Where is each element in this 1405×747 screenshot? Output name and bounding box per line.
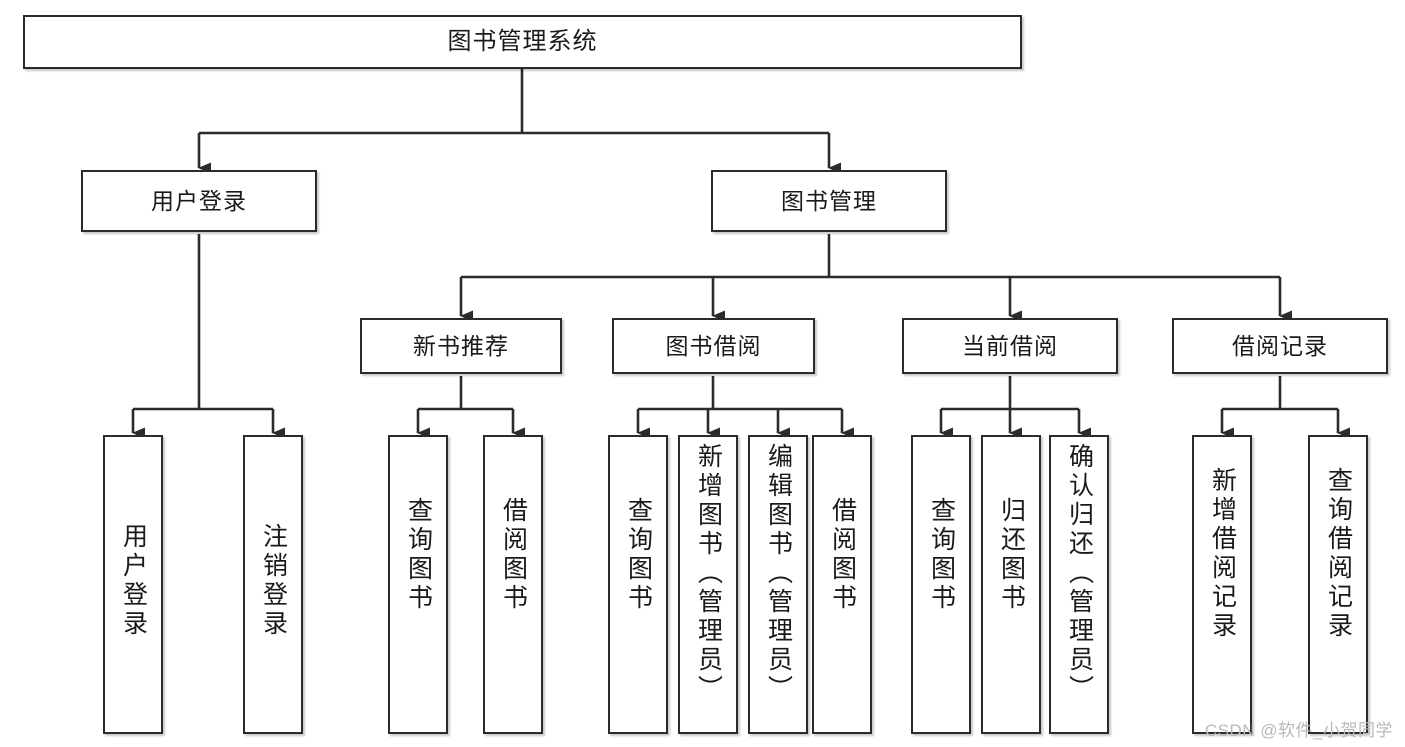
leaf-new-book-query-book[interactable]: 查询图书: [388, 435, 448, 734]
node-label: 图书借阅: [665, 332, 762, 359]
node-label: 新增图书（管理员）: [694, 443, 723, 704]
node-label: 借阅图书: [499, 497, 528, 613]
node-label: 归还图书: [997, 497, 1026, 613]
leaf-user-login-signout[interactable]: 注销登录: [243, 435, 303, 734]
node-label: 新书推荐: [413, 332, 509, 359]
leaf-new-book-borrow-book[interactable]: 借阅图书: [483, 435, 543, 734]
node-user-login[interactable]: 用户登录: [81, 170, 317, 232]
node-label: 查询借阅记录: [1324, 467, 1353, 641]
leaf-borrow-record-query-record[interactable]: 查询借阅记录: [1308, 435, 1368, 734]
node-book-management[interactable]: 图书管理: [711, 170, 947, 232]
csdn-watermark: CSDN @软件_小贺同学: [1204, 721, 1393, 740]
node-label: 借阅图书: [828, 497, 857, 613]
node-label: 查询图书: [927, 497, 956, 613]
node-label: 用户登录: [119, 523, 148, 639]
node-root-book-management-system[interactable]: 图书管理系统: [23, 15, 1022, 69]
node-label: 查询图书: [624, 497, 653, 613]
leaf-current-borrow-return-book[interactable]: 归还图书: [981, 435, 1041, 734]
leaf-book-borrow-add-book-admin[interactable]: 新增图书（管理员）: [678, 435, 738, 734]
node-borrow-record[interactable]: 借阅记录: [1172, 318, 1388, 374]
node-label: 借阅记录: [1232, 332, 1328, 359]
node-label: 注销登录: [259, 523, 288, 639]
node-label: 编辑图书（管理员）: [764, 443, 793, 704]
node-new-book-recommend[interactable]: 新书推荐: [360, 318, 562, 374]
leaf-current-borrow-query-book[interactable]: 查询图书: [911, 435, 971, 734]
node-label: 当前借阅: [962, 332, 1058, 359]
node-current-borrow[interactable]: 当前借阅: [902, 318, 1118, 374]
leaf-book-borrow-borrow-book[interactable]: 借阅图书: [812, 435, 872, 734]
leaf-book-borrow-query-book[interactable]: 查询图书: [608, 435, 668, 734]
node-label: 查询图书: [404, 497, 433, 613]
leaf-borrow-record-add-record[interactable]: 新增借阅记录: [1192, 435, 1252, 734]
node-label: 图书管理: [781, 187, 877, 214]
leaf-book-borrow-edit-book-admin[interactable]: 编辑图书（管理员）: [748, 435, 808, 734]
node-book-borrow[interactable]: 图书借阅: [612, 318, 815, 374]
node-label: 确认归还（管理员）: [1065, 443, 1094, 704]
node-label: 图书管理系统: [447, 28, 598, 56]
node-label: 用户登录: [151, 187, 247, 214]
node-label: 新增借阅记录: [1208, 467, 1237, 641]
leaf-current-borrow-confirm-return-admin[interactable]: 确认归还（管理员）: [1049, 435, 1109, 734]
leaf-user-login-signin[interactable]: 用户登录: [103, 435, 163, 734]
